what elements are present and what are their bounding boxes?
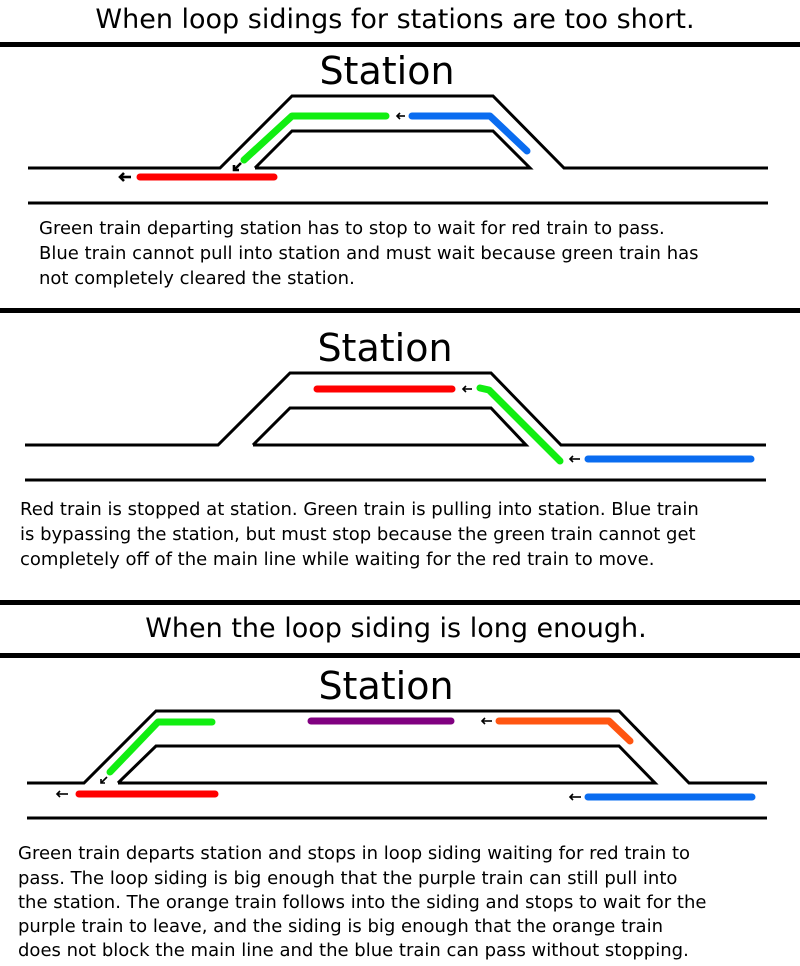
down-left-arrow-icon [100, 776, 108, 784]
left-arrow-icon [461, 385, 472, 393]
left-arrow-icon [568, 455, 580, 463]
panel-3: Station Green train departs station a [18, 664, 767, 961]
main-line-outer-loop [25, 371, 766, 447]
left-arrow-icon [118, 172, 131, 182]
main-line-outer-loop [28, 94, 768, 170]
left-arrow-icon [568, 793, 581, 801]
left-arrow-icon [55, 790, 68, 798]
main-line-outer-loop [27, 709, 767, 785]
panel-2-description: Red train is stopped at station. Green t… [20, 499, 704, 570]
inner-loop-siding [116, 744, 659, 785]
divider-top [0, 42, 800, 47]
track-layout [25, 371, 766, 482]
down-left-arrow-icon [232, 162, 242, 172]
inner-loop-siding [251, 406, 530, 447]
left-arrow-icon [480, 717, 492, 725]
heading-long-enough: When the loop siding is long enough. [145, 613, 647, 644]
green-train [106, 718, 216, 776]
left-arrow-icon [395, 112, 405, 120]
track-layout [28, 94, 768, 205]
green-train [476, 384, 564, 465]
track-layout [27, 709, 767, 820]
divider-heading-2 [0, 653, 800, 658]
station-label: Station [317, 326, 452, 370]
station-label: Station [318, 664, 453, 708]
heading-too-short: When loop sidings for stations are too s… [95, 4, 694, 35]
station-label: Station [319, 49, 454, 93]
panel-1-description: Green train departing station has to sto… [39, 218, 704, 289]
panel-2: Station Red train is stopped at station.… [20, 326, 766, 570]
divider-panel-1 [0, 308, 800, 313]
panel-3-description: Green train departs station and stops in… [18, 843, 712, 961]
blue-train [408, 112, 531, 155]
green-train [240, 112, 390, 164]
inner-loop-siding [253, 129, 534, 170]
divider-panel-2 [0, 600, 800, 605]
panel-1: Station Green train departing station ha… [28, 49, 768, 289]
orange-train [495, 717, 634, 745]
